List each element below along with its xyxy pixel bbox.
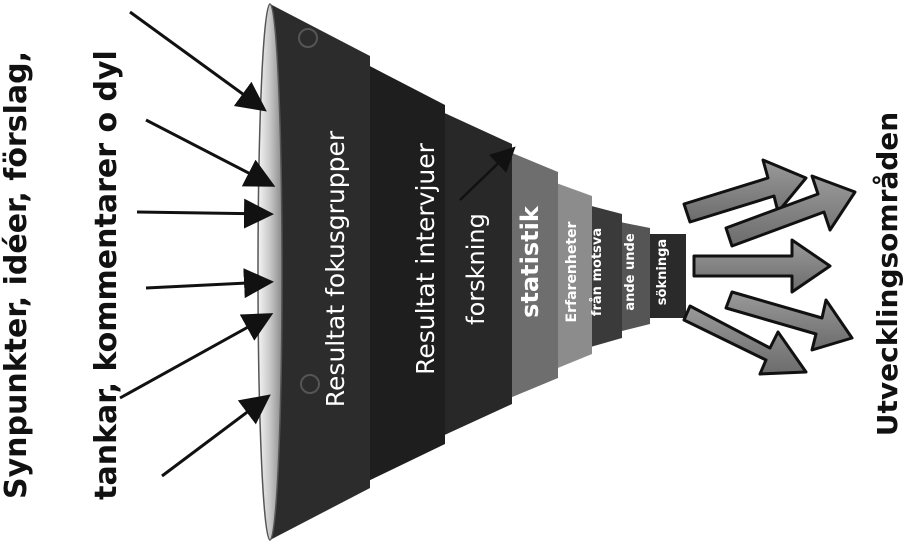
input-arrow-4	[146, 282, 268, 288]
input-arrow-2	[146, 120, 270, 184]
input-label-line2: tankar, kommentarer o dyl	[87, 25, 127, 525]
segment-label-7: ande unde	[621, 227, 641, 317]
input-arrow-3	[137, 212, 268, 214]
input-label-line1: Synpunkter, idéer, förslag,	[0, 25, 37, 525]
segment-label-4: statistik	[514, 192, 546, 332]
input-arrow-6	[162, 398, 266, 476]
segment-label-8: sökninga	[653, 230, 673, 314]
output-arrow-3	[694, 240, 830, 292]
output-label: Utvecklingsområden	[868, 104, 907, 444]
segment-label-2: Resultat intervjuer	[409, 109, 443, 409]
segment-label-5: Erfarenheter	[561, 212, 583, 332]
input-arrow-1	[130, 12, 262, 108]
input-arrow-5	[120, 316, 268, 398]
output-arrows	[684, 160, 855, 374]
segment-label-1: Resultat fokusgrupper	[319, 109, 353, 429]
segment-label-3: forskning	[460, 189, 492, 349]
segment-label-6: från motsva	[588, 222, 608, 322]
funnel-rim	[258, 4, 282, 540]
